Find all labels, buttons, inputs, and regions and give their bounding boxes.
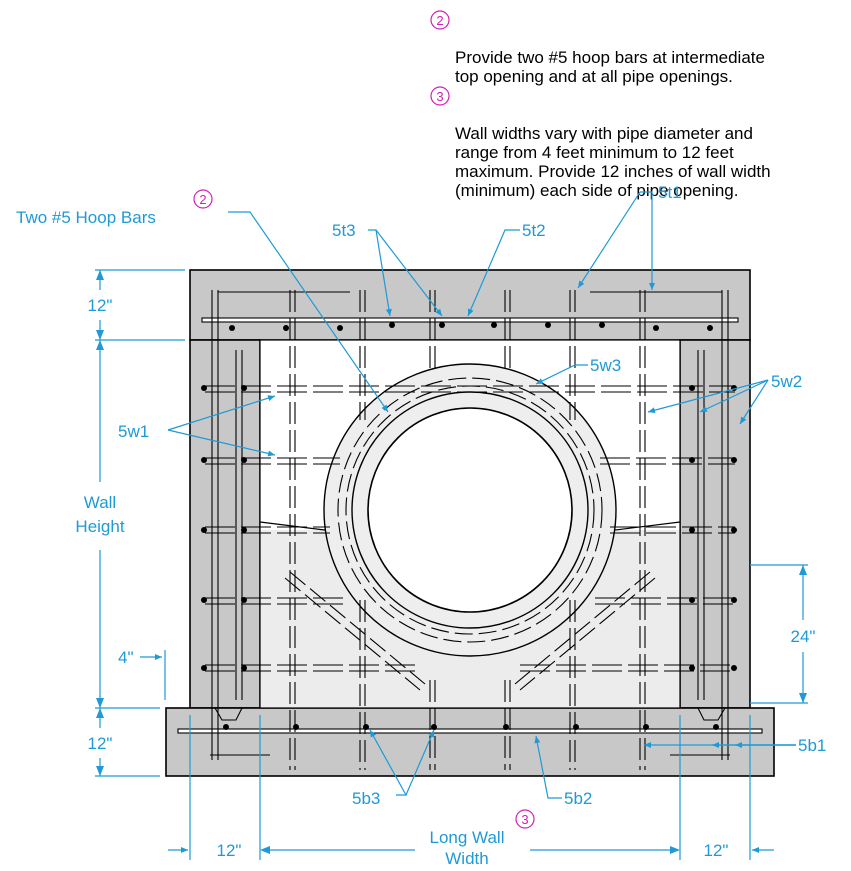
label-5t3: 5t3 — [332, 221, 356, 240]
hoop-bars-marker — [193, 189, 213, 209]
svg-text:3: 3 — [436, 89, 443, 104]
hoop-bars-marker-text: 2 — [199, 192, 206, 207]
t1-leader-b — [577, 191, 641, 289]
note-3: 3 Wall widths vary with pipe diameter an… — [430, 86, 771, 219]
leaders — [167, 191, 796, 799]
dim-long-wall-line1: Long Wall — [430, 828, 505, 847]
top-longitudinal-bar — [201, 317, 739, 323]
long-wall-marker-text: 3 — [521, 812, 528, 827]
t2-leader — [467, 229, 520, 317]
label-5w2: 5w2 — [771, 372, 802, 391]
w2-leader-c — [739, 379, 769, 425]
left-wall-bars — [211, 290, 243, 760]
label-5b1: 5b1 — [798, 736, 826, 755]
w3-leader — [535, 364, 588, 385]
pipe — [323, 363, 617, 657]
left-keyway — [214, 707, 243, 721]
dim-right-wall: 12" — [704, 841, 729, 860]
right-wall-bars — [697, 290, 729, 760]
pipe-hoop-bar-outer — [337, 377, 603, 643]
bar-dots — [201, 322, 737, 730]
dim-wall-height-line2: Height — [75, 517, 124, 536]
dim-bottom-slab: 12" — [88, 734, 113, 753]
bar-labels: Two #5 Hoop Bars 5t1 5t2 5t3 5w1 5w2 5w3… — [16, 183, 826, 808]
dimension-lines — [95, 269, 808, 860]
dim-top-slab: 12" — [88, 296, 113, 315]
vertical-dashed-bars — [289, 290, 646, 770]
right-keyway — [697, 707, 726, 721]
bottom-slab — [165, 707, 775, 777]
label-5t2: 5t2 — [522, 221, 546, 240]
dim-wall-height-line1: Wall — [84, 493, 116, 512]
b3-leader-b — [405, 729, 435, 796]
t1-leader-a — [640, 191, 655, 290]
top-slab — [189, 269, 751, 341]
note-marker-2: 2 — [430, 10, 450, 30]
reinforcement — [177, 290, 763, 770]
dim-left-wall: 12" — [217, 841, 242, 860]
label-hoop-bars: Two #5 Hoop Bars — [16, 208, 156, 227]
dim-long-wall-line2: Width — [445, 849, 488, 868]
hoop-bars-leader — [228, 211, 389, 413]
left-wall — [189, 339, 261, 709]
dimension-labels: 12" Wall Height 4" 12" 24" 12" Long Wall… — [75, 296, 815, 868]
diagonal-bars — [284, 571, 656, 691]
long-wall-marker — [515, 809, 535, 829]
marker-circles: 2 3 — [193, 189, 535, 829]
w2-leader-a — [647, 379, 769, 414]
label-5t1: 5t1 — [658, 183, 682, 202]
t3-leader-b — [375, 229, 443, 317]
label-5b3: 5b3 — [352, 789, 380, 808]
note-2: 2 Provide two #5 hoop bars at intermedia… — [430, 10, 765, 105]
w1-leader-b — [167, 429, 276, 457]
dim-side-rise: 24" — [791, 627, 816, 646]
w2-leader-b — [699, 379, 769, 413]
svg-text:2: 2 — [436, 13, 443, 28]
interior-outline — [259, 339, 681, 709]
label-5b2: 5b2 — [564, 789, 592, 808]
w1-leader-a — [167, 395, 276, 431]
pipe-opening — [367, 407, 573, 613]
note-marker-3: 3 — [430, 86, 450, 106]
right-wall — [679, 339, 751, 709]
dimension-arrowheads — [96, 270, 807, 854]
bottom-longitudinal-bar — [177, 728, 763, 734]
dim-offset: 4" — [118, 648, 134, 667]
note-text-2: Provide two #5 hoop bars at intermediate… — [455, 48, 765, 86]
note-text-3: Wall widths vary with pipe diameter and … — [455, 124, 771, 200]
label-5w3: 5w3 — [590, 356, 621, 375]
label-5w1: 5w1 — [118, 422, 149, 441]
b2-leader — [534, 735, 562, 799]
